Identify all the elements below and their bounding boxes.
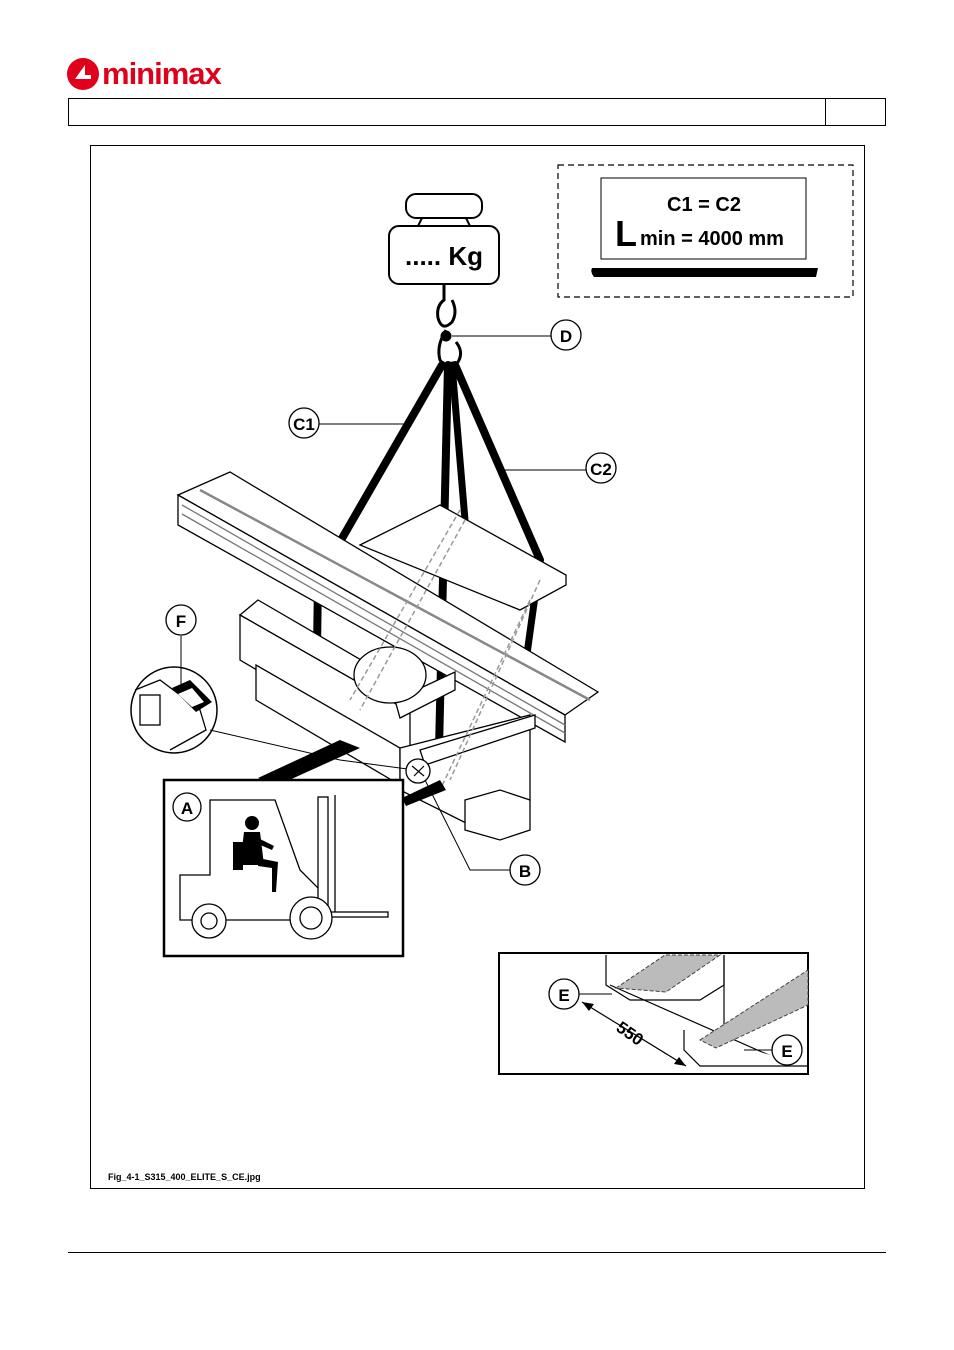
label-a: A bbox=[181, 799, 193, 818]
forklift-inset: A bbox=[164, 780, 403, 956]
figure-caption: Fig_4-1_S315_400_ELITE_S_CE.jpg bbox=[108, 1172, 261, 1182]
footer-rule bbox=[68, 1252, 886, 1253]
scale-weight-label: ..... Kg bbox=[405, 241, 483, 271]
label-e-bottom: E bbox=[781, 1042, 792, 1061]
label-b: B bbox=[519, 862, 531, 881]
callout-d: D bbox=[452, 320, 581, 350]
formula-line2: min = 4000 mm bbox=[640, 228, 784, 250]
label-f: F bbox=[176, 612, 186, 631]
callout-c1: C1 bbox=[289, 408, 410, 438]
formula-panel: C1 = C2 L min = 4000 mm bbox=[558, 165, 853, 297]
label-d: D bbox=[560, 327, 572, 346]
scale-weight: ..... Kg bbox=[389, 194, 499, 284]
label-e-top: E bbox=[558, 986, 569, 1005]
formula-big-letter: L bbox=[615, 213, 637, 254]
label-c2: C2 bbox=[590, 460, 612, 479]
formula-line1: C1 = C2 bbox=[667, 194, 741, 216]
callout-c2: C2 bbox=[500, 453, 616, 483]
hook-icon bbox=[438, 284, 461, 367]
detail-e-inset: 550 E E bbox=[499, 953, 808, 1074]
label-c1: C1 bbox=[293, 415, 315, 434]
